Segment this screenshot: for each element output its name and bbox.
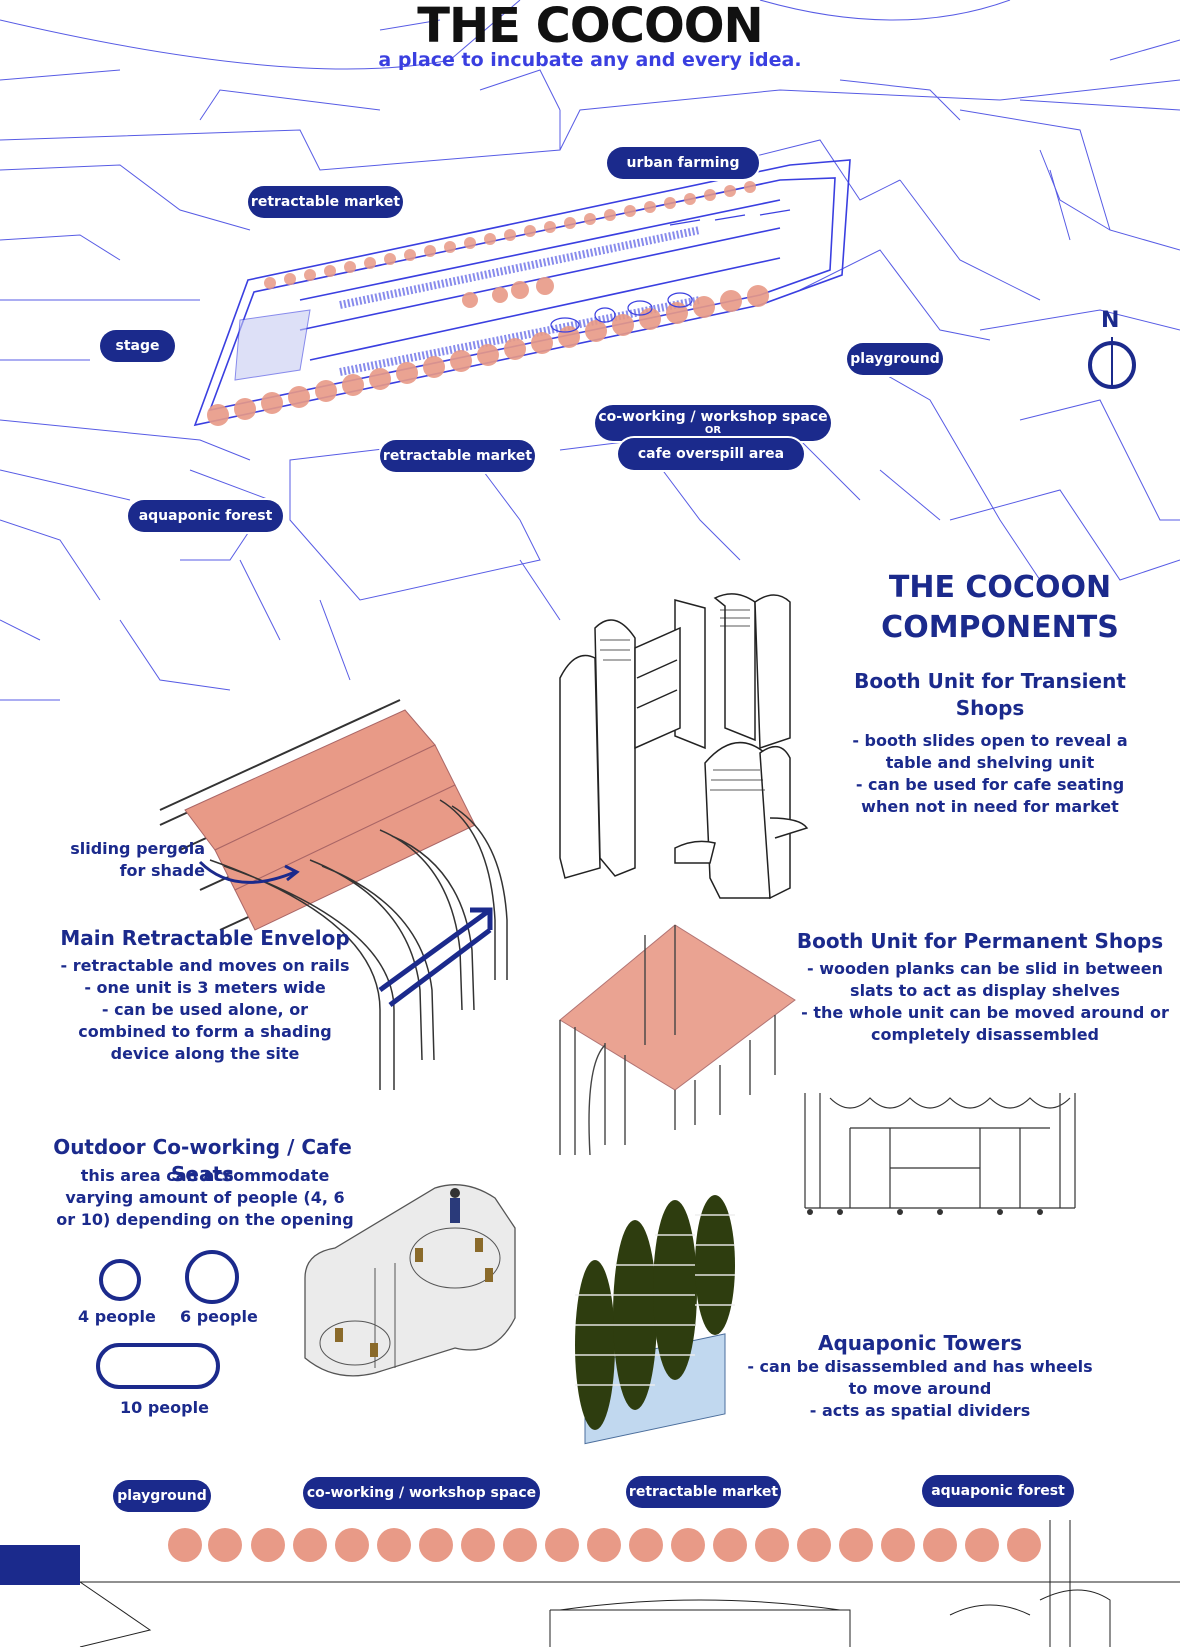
- pergola-label-line1: sliding pergola: [70, 839, 205, 858]
- transient-title-line2: Shops: [955, 696, 1025, 720]
- aquaponic-line: - acts as spatial dividers: [809, 1401, 1031, 1420]
- aquaponic-title: Aquaponic Towers: [817, 1331, 1023, 1355]
- permanent-line: slats to act as display shelves: [850, 981, 1120, 1000]
- sliding-pergola-label: sliding pergola for shade: [55, 838, 205, 882]
- envelop-line: - can be used alone, or: [101, 1000, 309, 1019]
- label-retractable-market-bottom: retractable market: [380, 440, 535, 472]
- coworking-pod-drawing: [304, 1184, 516, 1377]
- label-coworking-workshop: co-working / workshop space OR: [595, 405, 831, 441]
- section-label-retractable-market: retractable market: [626, 1476, 781, 1508]
- label-10-people: 10 people: [120, 1398, 209, 1417]
- label-retractable-market-top: retractable market: [248, 186, 403, 218]
- transient-line: when not in need for market: [861, 797, 1119, 816]
- permanent-line: - the whole unit can be moved around or: [801, 1003, 1169, 1022]
- permanent-booth-elevation: [804, 1093, 1076, 1215]
- permanent-booth-description: - wooden planks can be slid in between s…: [790, 958, 1180, 1046]
- coworking-line: or 10) depending on the opening: [56, 1210, 354, 1229]
- section-label-coworking: co-working / workshop space: [303, 1477, 540, 1509]
- components-heading: THE COCOON COMPONENTS: [840, 568, 1160, 648]
- page-subtitle: a place to incubate any and every idea.: [378, 49, 802, 71]
- components-heading-line2: COMPONENTS: [881, 610, 1119, 645]
- coworking-line: this area can accommodate: [80, 1166, 330, 1185]
- pergola-arrow-icon: [198, 860, 300, 884]
- label-coworking-or: OR: [704, 425, 722, 436]
- envelop-description: - retractable and moves on rails - one u…: [40, 955, 370, 1065]
- label-urban-farming: urban farming: [607, 147, 759, 179]
- coworking-description: this area can accommodate varying amount…: [40, 1165, 370, 1231]
- north-label: N: [1101, 308, 1120, 333]
- transient-booth-description: - booth slides open to reveal a table an…: [800, 730, 1180, 818]
- label-cafe-overspill: cafe overspill area: [618, 438, 804, 470]
- components-heading-line1: THE COCOON: [888, 570, 1112, 605]
- circle-4-people-icon: [99, 1259, 141, 1301]
- coworking-line: varying amount of people (4, 6: [65, 1188, 345, 1207]
- transient-line: - booth slides open to reveal a: [852, 731, 1128, 750]
- page-title: THE COCOON: [417, 0, 763, 54]
- aquaponic-towers-drawing: [575, 1195, 735, 1445]
- seating-configurations: [96, 1250, 239, 1389]
- section-label-playground: playground: [113, 1480, 211, 1512]
- transient-line: table and shelving unit: [885, 753, 1095, 772]
- permanent-line: completely disassembled: [871, 1025, 1099, 1044]
- section-label-aquaponic-forest: aquaponic forest: [922, 1475, 1074, 1507]
- envelop-line: - retractable and moves on rails: [60, 956, 350, 975]
- label-playground: playground: [847, 343, 943, 375]
- label-coworking-line1: co-working / workshop space: [598, 409, 828, 425]
- envelop-line: combined to form a shading: [78, 1022, 332, 1041]
- transient-booth-title: Booth Unit for Transient Shops: [820, 668, 1160, 722]
- label-stage: stage: [100, 330, 175, 362]
- label-4-people: 4 people: [78, 1307, 156, 1326]
- coworking-title: Outdoor Co-working / Cafe Seats: [53, 1135, 352, 1186]
- permanent-booth-drawing: [559, 924, 796, 1156]
- envelop-line: - one unit is 3 meters wide: [84, 978, 326, 997]
- transient-booth-drawing: [559, 593, 809, 900]
- transient-title-line1: Booth Unit for Transient: [854, 669, 1126, 693]
- aquaponic-description: - can be disassembled and has wheels to …: [740, 1356, 1100, 1422]
- permanent-line: - wooden planks can be slid in between: [806, 959, 1163, 978]
- pergola-label-line2: for shade: [119, 861, 205, 880]
- label-aquaponic-forest: aquaponic forest: [128, 500, 283, 532]
- envelop-line: device along the site: [110, 1044, 300, 1063]
- main-envelop-drawing: [159, 699, 508, 1090]
- aquaponic-line: - can be disassembled and has wheels: [747, 1357, 1093, 1376]
- transient-line: - can be used for cafe seating: [855, 775, 1125, 794]
- envelop-title: Main Retractable Envelop: [60, 926, 350, 950]
- permanent-booth-title: Booth Unit for Permanent Shops: [796, 929, 1164, 953]
- circle-6-people-icon: [185, 1250, 239, 1304]
- north-arrow-icon: [1088, 337, 1136, 389]
- label-6-people: 6 people: [180, 1307, 258, 1326]
- aquaponic-line: to move around: [848, 1379, 992, 1398]
- oval-10-people-icon: [96, 1343, 220, 1389]
